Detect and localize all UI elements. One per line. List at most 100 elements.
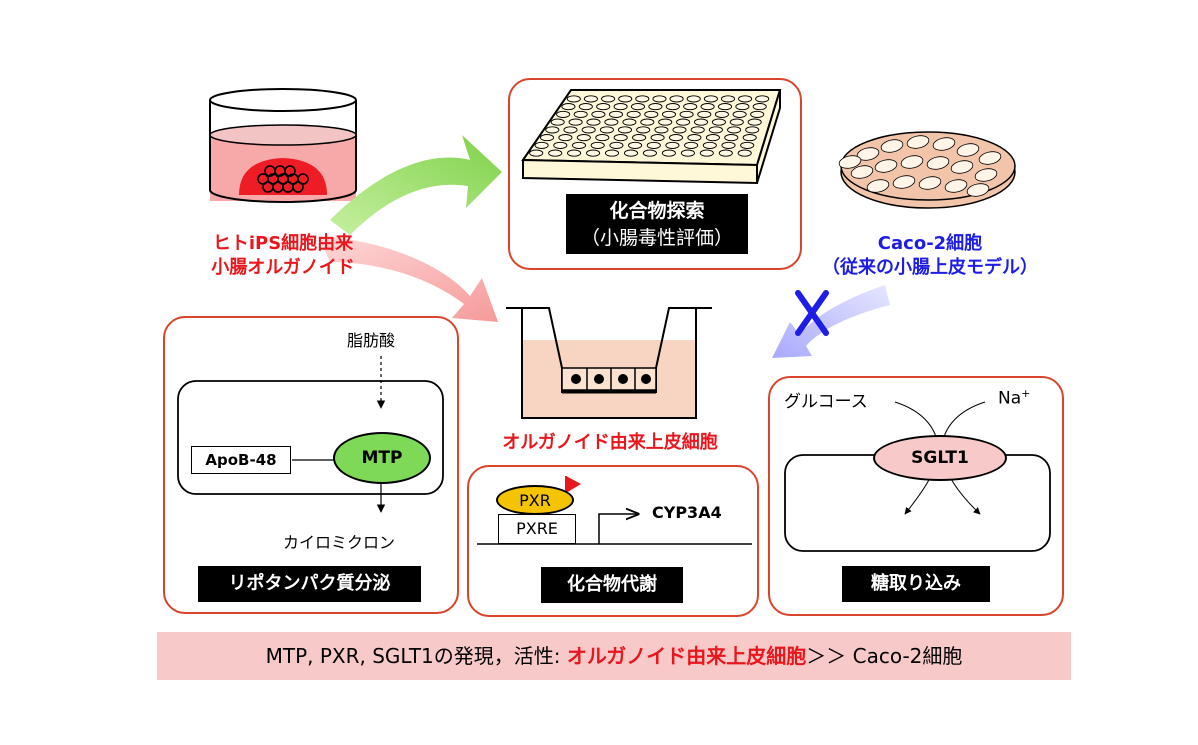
caco2-line1: Caco-2細胞 xyxy=(877,233,983,254)
well xyxy=(583,95,598,103)
well xyxy=(693,118,709,126)
well xyxy=(646,141,661,149)
pink-arrow xyxy=(318,236,498,322)
well xyxy=(718,149,733,157)
well xyxy=(672,126,687,134)
source-line1: ヒトiPS細胞由来 xyxy=(212,233,354,254)
screening-panel xyxy=(508,78,802,270)
summary-bar: MTP, PXR, SGLT1の発現，活性: オルガノイド由来上皮細胞＞＞ Ca… xyxy=(157,632,1071,680)
well xyxy=(644,110,659,118)
well xyxy=(654,126,669,134)
well xyxy=(738,95,753,103)
well xyxy=(708,126,723,134)
well xyxy=(586,118,601,126)
well xyxy=(669,95,684,103)
well xyxy=(604,118,619,126)
well xyxy=(700,103,715,111)
well xyxy=(642,149,657,157)
well xyxy=(679,110,694,118)
source-line2: 小腸オルガノイド xyxy=(211,257,355,278)
well xyxy=(665,103,680,111)
well xyxy=(622,118,637,126)
sodium-label: Na+ xyxy=(998,387,1030,409)
lipid-caption: リポタンパク質分泌 xyxy=(198,566,421,602)
lipid-cell-outline xyxy=(177,380,444,495)
well xyxy=(737,149,752,157)
well xyxy=(750,110,765,118)
well xyxy=(613,103,628,111)
well xyxy=(697,110,712,118)
caco2-cell xyxy=(866,179,890,193)
well xyxy=(595,134,610,142)
epithelium-label: オルガノイド由来上皮細胞 xyxy=(502,432,718,453)
well xyxy=(752,103,767,111)
green-arrow xyxy=(330,135,502,235)
transwell-insert-icon xyxy=(506,307,712,419)
sugar-panel xyxy=(768,376,1064,616)
well xyxy=(720,95,736,103)
caco2-cell xyxy=(926,156,950,170)
well xyxy=(608,110,624,118)
well xyxy=(590,141,605,149)
caco2-cell xyxy=(906,135,930,149)
caco2-cell xyxy=(966,183,990,197)
well xyxy=(702,141,717,149)
well xyxy=(740,141,755,149)
well xyxy=(573,110,588,118)
well xyxy=(609,141,624,149)
pxre-box: PXRE xyxy=(498,514,576,544)
caco2-cell xyxy=(944,179,968,193)
metabolism-caption: 化合物代謝 xyxy=(541,567,683,603)
summary-highlight: オルガノイド由来上皮細胞 xyxy=(566,644,807,668)
caco2-cell xyxy=(918,176,942,190)
well xyxy=(705,134,720,142)
glucose-label: グルコース xyxy=(784,392,868,412)
sugar-caption: 糖取り込み xyxy=(842,566,990,602)
well xyxy=(714,110,729,118)
caco2-cell xyxy=(956,143,980,157)
well xyxy=(680,149,695,157)
blue-arrow xyxy=(772,285,890,358)
well xyxy=(732,110,747,118)
caco2-cell xyxy=(900,155,924,169)
well xyxy=(534,141,549,149)
well xyxy=(576,134,591,142)
well xyxy=(711,118,726,126)
well xyxy=(703,95,718,103)
well xyxy=(581,126,596,134)
well xyxy=(632,134,647,142)
caco2-cell xyxy=(880,139,904,153)
culture-dish-icon xyxy=(209,88,357,203)
well xyxy=(665,141,680,149)
well xyxy=(591,110,606,118)
caco2-cell xyxy=(978,151,1002,165)
well xyxy=(529,149,544,157)
well xyxy=(556,110,571,118)
lipid-panel xyxy=(163,316,459,614)
well xyxy=(550,118,565,126)
well xyxy=(648,103,663,111)
apob48-box: ApoB-48 xyxy=(191,446,291,474)
screening-subtitle: （小腸毒性評価） xyxy=(580,227,733,249)
well xyxy=(567,149,582,157)
well xyxy=(724,134,739,142)
epithelial-cells-icon xyxy=(561,367,657,391)
well xyxy=(599,126,614,134)
summary-suffix: ＞＞ Caco-2細胞 xyxy=(806,644,963,668)
well xyxy=(626,110,641,118)
well xyxy=(683,103,698,111)
source-label: ヒトiPS細胞由来 小腸オルガノイド xyxy=(196,232,370,280)
flag-icon xyxy=(566,476,581,493)
well xyxy=(545,126,560,134)
well xyxy=(717,103,733,111)
well xyxy=(721,141,736,149)
well xyxy=(687,134,702,142)
well xyxy=(623,149,639,157)
screening-title-box: 化合物探索 （小腸毒性評価） xyxy=(566,194,748,254)
caco2-cell xyxy=(932,137,956,151)
well xyxy=(561,103,576,111)
sglt1-transporter: SGLT1 xyxy=(873,435,1007,481)
well xyxy=(727,126,742,134)
well xyxy=(650,134,665,142)
